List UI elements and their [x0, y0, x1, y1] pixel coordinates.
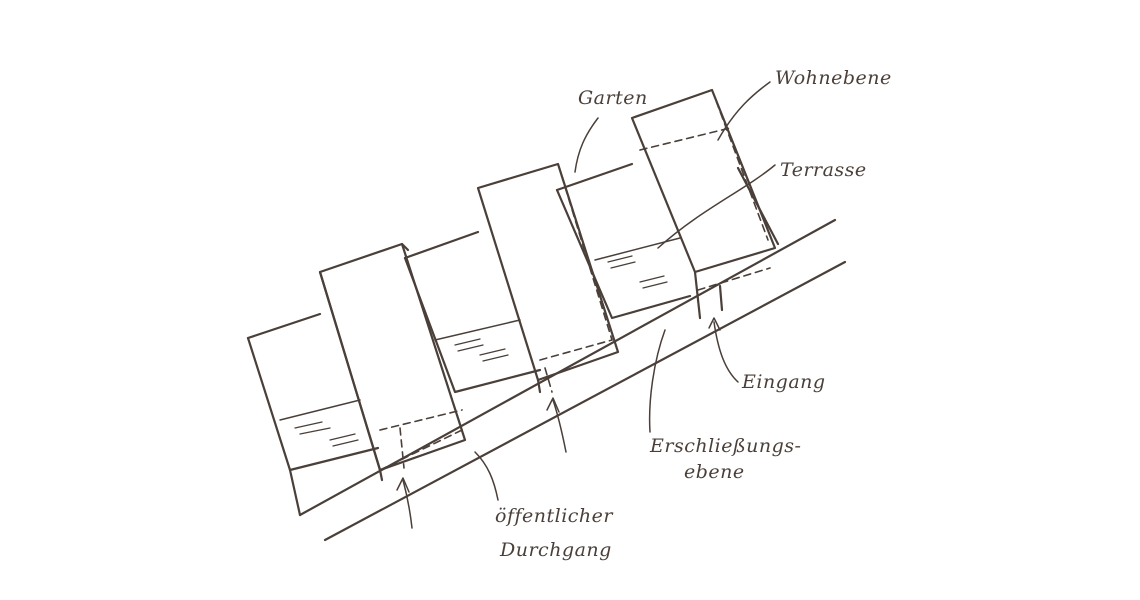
- label-erschliessung-2: ebene: [684, 461, 745, 483]
- leader-durchgang: [474, 451, 499, 501]
- leader-garten: [574, 117, 599, 173]
- leader-entry-2: [552, 399, 567, 453]
- arrow-entry-2: [546, 397, 560, 413]
- street-line-lower: [323, 260, 847, 542]
- house-volume-3: [630, 88, 777, 320]
- label-terrasse: Terrasse: [780, 159, 867, 181]
- leader-wohnebene: [717, 81, 771, 141]
- arrow-entry-1: [396, 477, 410, 493]
- label-garten: Garten: [578, 87, 648, 109]
- annotation-leaders: [396, 81, 776, 529]
- label-durchgang-1: öffentlicher: [495, 505, 614, 527]
- annotation-labels: Garten Wohnebene Terrasse Eingang Erschl…: [495, 67, 892, 561]
- leader-eingang: [713, 321, 739, 383]
- label-durchgang-2: Durchgang: [499, 539, 612, 561]
- leader-erschliessung: [648, 329, 666, 433]
- leader-entry-1: [402, 479, 413, 529]
- arrow-eingang: [708, 317, 721, 331]
- leader-terrasse: [657, 164, 776, 249]
- label-erschliessung-1: Erschließungs-: [649, 435, 801, 457]
- label-wohnebene: Wohnebene: [775, 67, 892, 89]
- hatch-marks: [294, 255, 668, 447]
- house-volume-1: [318, 242, 467, 482]
- house-volume-2: [476, 162, 620, 394]
- label-eingang: Eingang: [741, 371, 826, 393]
